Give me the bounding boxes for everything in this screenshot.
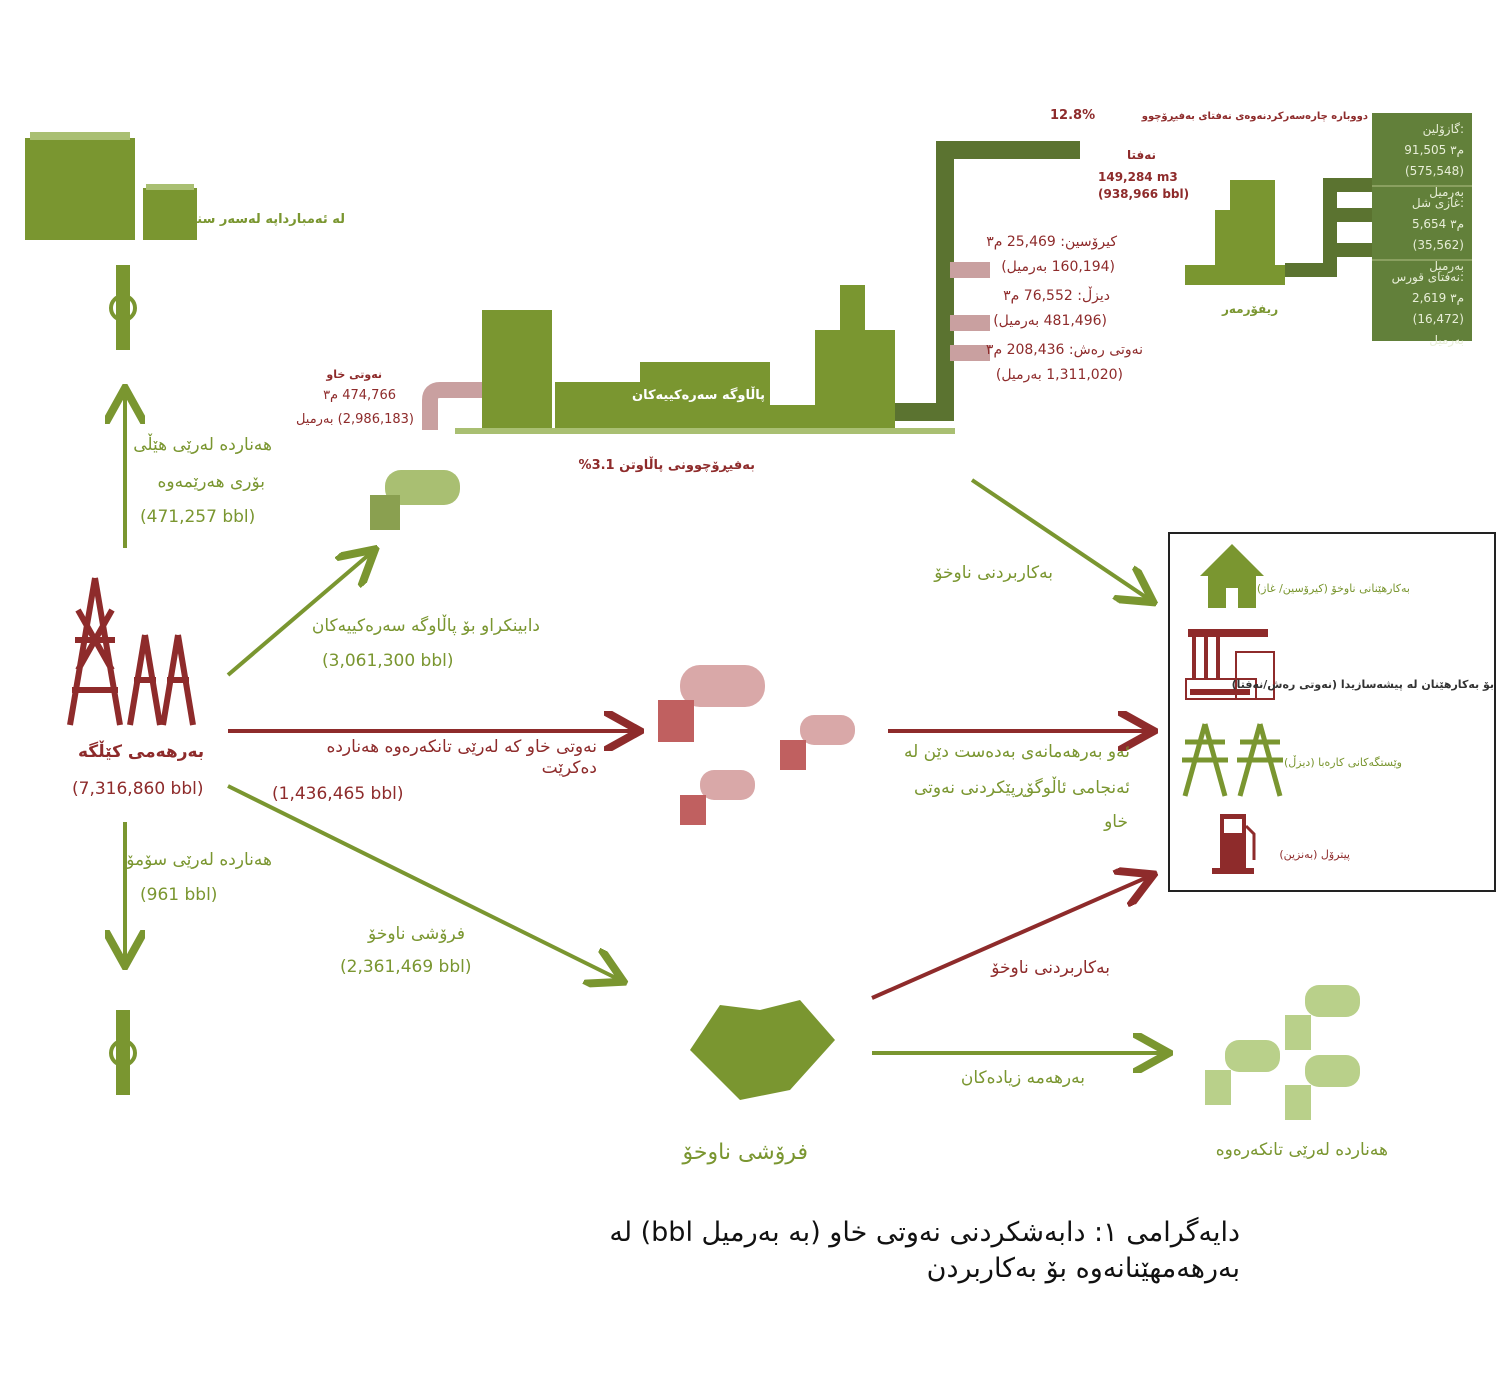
storage-tank-icon [25, 132, 197, 240]
valve-icon [109, 1010, 137, 1095]
use-industry: بۆ بەکارهێنان لە پیشەسازیدا (نەوتی رەش/ن… [1231, 678, 1494, 691]
crude-input-m3: 474,766 م۳ [323, 388, 396, 403]
to-refineries-label: دابینکراو بۆ پاڵاوگە سەرەکییەکان [311, 616, 540, 636]
use-household: بەکارهێنانی ناوخۆ (کیرۆسین/ غاز) [1256, 582, 1410, 595]
tanker-truck-icon [1285, 985, 1360, 1050]
oil-rig-icon [67, 577, 196, 726]
output-fuel-oil: نەوتی رەش: 208,436 م۳ [985, 342, 1143, 358]
products-note-line1: ئەو بەرهەمانەی بەدەست دێن لە [903, 742, 1130, 762]
caption-line-1: دایەگرامی ١: دابەشکردنی نەوتی خاو (بە بە… [609, 1217, 1240, 1248]
field-label: بەرهەمی کێڵگە [78, 742, 205, 762]
panel-lpg: غازی شل: 5,654 م۳ (35,562) بەرمیل [1372, 187, 1472, 273]
crude-pipe [422, 382, 482, 430]
panel-m3: 2,619 م۳ [1411, 291, 1464, 305]
reformer-output-panel: گازۆلین: 91,505 م۳ (575,548) بەرمیل غازی ش… [1372, 113, 1472, 347]
domestic-sales-value: (2,361,469 bbl) [340, 957, 472, 977]
refinery-icon [455, 285, 955, 434]
output-fuel-oil-bbl: (1,311,020 بەرمیل) [995, 367, 1123, 383]
tanker-truck-icon [370, 470, 460, 530]
refinery-loss: بەفیڕۆچوونی پاڵاوتن 3.1% [578, 458, 755, 473]
export-somo-value: (961 bbl) [140, 885, 218, 905]
surplus-label: بەرهەمە زیادەکان [960, 1068, 1085, 1088]
export-pipeline-value: (471,257 bbl) [140, 507, 256, 527]
end-use-box: بەکارهێنانی ناوخۆ (کیرۆسین/ غاز) بۆ بەکا… [1168, 532, 1496, 892]
arrow-to-refineries [226, 552, 372, 677]
panel-bbl: (16,472) بەرمیل [1412, 312, 1464, 347]
crude-input-label: نەوتی خاو [326, 368, 382, 381]
output-diesel-bbl: (481,496 بەرمیل) [993, 313, 1107, 329]
reprocess-label: دووبارە چارەسەرکردنەوەی نەفتای بەفیڕۆچوو [1141, 111, 1368, 122]
valve-icon [109, 265, 137, 350]
handshake-icon [690, 1000, 835, 1100]
use-petrol: پیترۆل (بەنزین) [1279, 848, 1350, 861]
use-power-stations: وێستگەکانی کارەبا (دیزڵ) [1284, 756, 1402, 769]
tanker-truck-icon [780, 715, 855, 770]
reformer-icon [1185, 178, 1372, 285]
export-somo-label: هەناردە لەرێی سۆمۆ [126, 850, 272, 870]
arrow-domestic-sales [227, 784, 620, 980]
crude-input-bbl: (2,986,183) بەرمیل [295, 412, 414, 427]
fuel-pump-icon [1212, 814, 1256, 874]
panel-heavy-naphtha: نەفتای قورس: 2,619 م۳ (16,472) بەرمیل [1372, 261, 1472, 347]
products-note-line3: خاو [1104, 812, 1128, 832]
figure-caption: دایەگرامی ١: دابەشکردنی نەوتی خاو (بە بە… [440, 1215, 1240, 1287]
tanker-truck-icon [680, 770, 755, 825]
to-refineries-value: (3,061,300 bbl) [322, 651, 454, 671]
panel-m3: 91,505 م۳ [1404, 143, 1464, 157]
naphtha-label: نەفتا [1127, 148, 1157, 162]
panel-bbl: (575,548) بەرمیل [1405, 164, 1464, 199]
arrow-sales-domestic-use [871, 876, 1150, 1000]
reprocess-pct: 12.8% [1050, 108, 1096, 123]
end-use-icons [1182, 544, 1283, 874]
panel-name: گازۆلین: [1422, 122, 1464, 136]
naphtha-pipe [895, 141, 1080, 421]
sales-domestic-use-label: بەکاربردنی ناوخۆ [991, 958, 1110, 978]
domestic-sales-label: فرۆشی ناوخۆ [368, 924, 465, 944]
reformer-label: ریفۆرمەر [1222, 302, 1279, 316]
output-kerosene-bbl: (160,194 بەرمیل) [1001, 259, 1115, 275]
tanker-export-label: هەناردە لەرێی تانکەرەوە [1215, 1140, 1388, 1160]
storage-label: لە ئەمبارداپە لەسەر سنوور [173, 212, 345, 227]
product-pipes [950, 262, 990, 361]
truck-export-value: (1,436,465 bbl) [272, 784, 404, 804]
export-pipeline-label-1: هەناردە لەرێی هێڵی [133, 435, 272, 455]
domestic-use-label: بەکاربردنی ناوخۆ [934, 563, 1053, 583]
panel-name: غازی شل: [1411, 196, 1464, 210]
truck-export-label: نەوتی خاو کە لەرێی تانکەرەوە هەناردە دەک… [326, 737, 597, 778]
naphtha-m3: 149,284 m3 [1098, 170, 1178, 184]
output-diesel: دیزڵ: 76,552 م۳ [1003, 288, 1110, 304]
factory-icon [1185, 629, 1275, 700]
panel-m3: 5,654 م۳ [1411, 217, 1464, 231]
arrow-domestic-use [970, 478, 1150, 600]
output-kerosene: کیرۆسین: 25,469 م۳ [986, 234, 1117, 250]
field-value: (7,316,860 bbl) [72, 779, 204, 799]
tanker-truck-icon [658, 665, 765, 742]
panel-gasoline: گازۆلین: 91,505 م۳ (575,548) بەرمیل [1372, 113, 1472, 199]
export-pipeline-label-2: بۆری هەرێمەوە [157, 472, 265, 492]
products-note-line2: ئەنجامی ئاڵوگۆڕپێکردنی نەوتی [914, 778, 1130, 798]
tanker-truck-icon [1285, 1055, 1360, 1120]
naphtha-bbl: (938,966 bbl) [1098, 187, 1190, 201]
power-pylon-icon [1182, 723, 1283, 797]
panel-bbl: (35,562) بەرمیل [1412, 238, 1464, 273]
panel-name: نەفتای قورس: [1391, 270, 1464, 284]
handshake-label: فرۆشی ناوخۆ [682, 1140, 808, 1165]
house-icon [1200, 544, 1264, 608]
caption-line-2: بەرهەمهێنانەوە بۆ بەکاربردن [926, 1253, 1240, 1284]
tanker-truck-icon [1205, 1040, 1280, 1105]
refinery-label: پاڵاوگە سەرەکییەکان [632, 388, 765, 403]
